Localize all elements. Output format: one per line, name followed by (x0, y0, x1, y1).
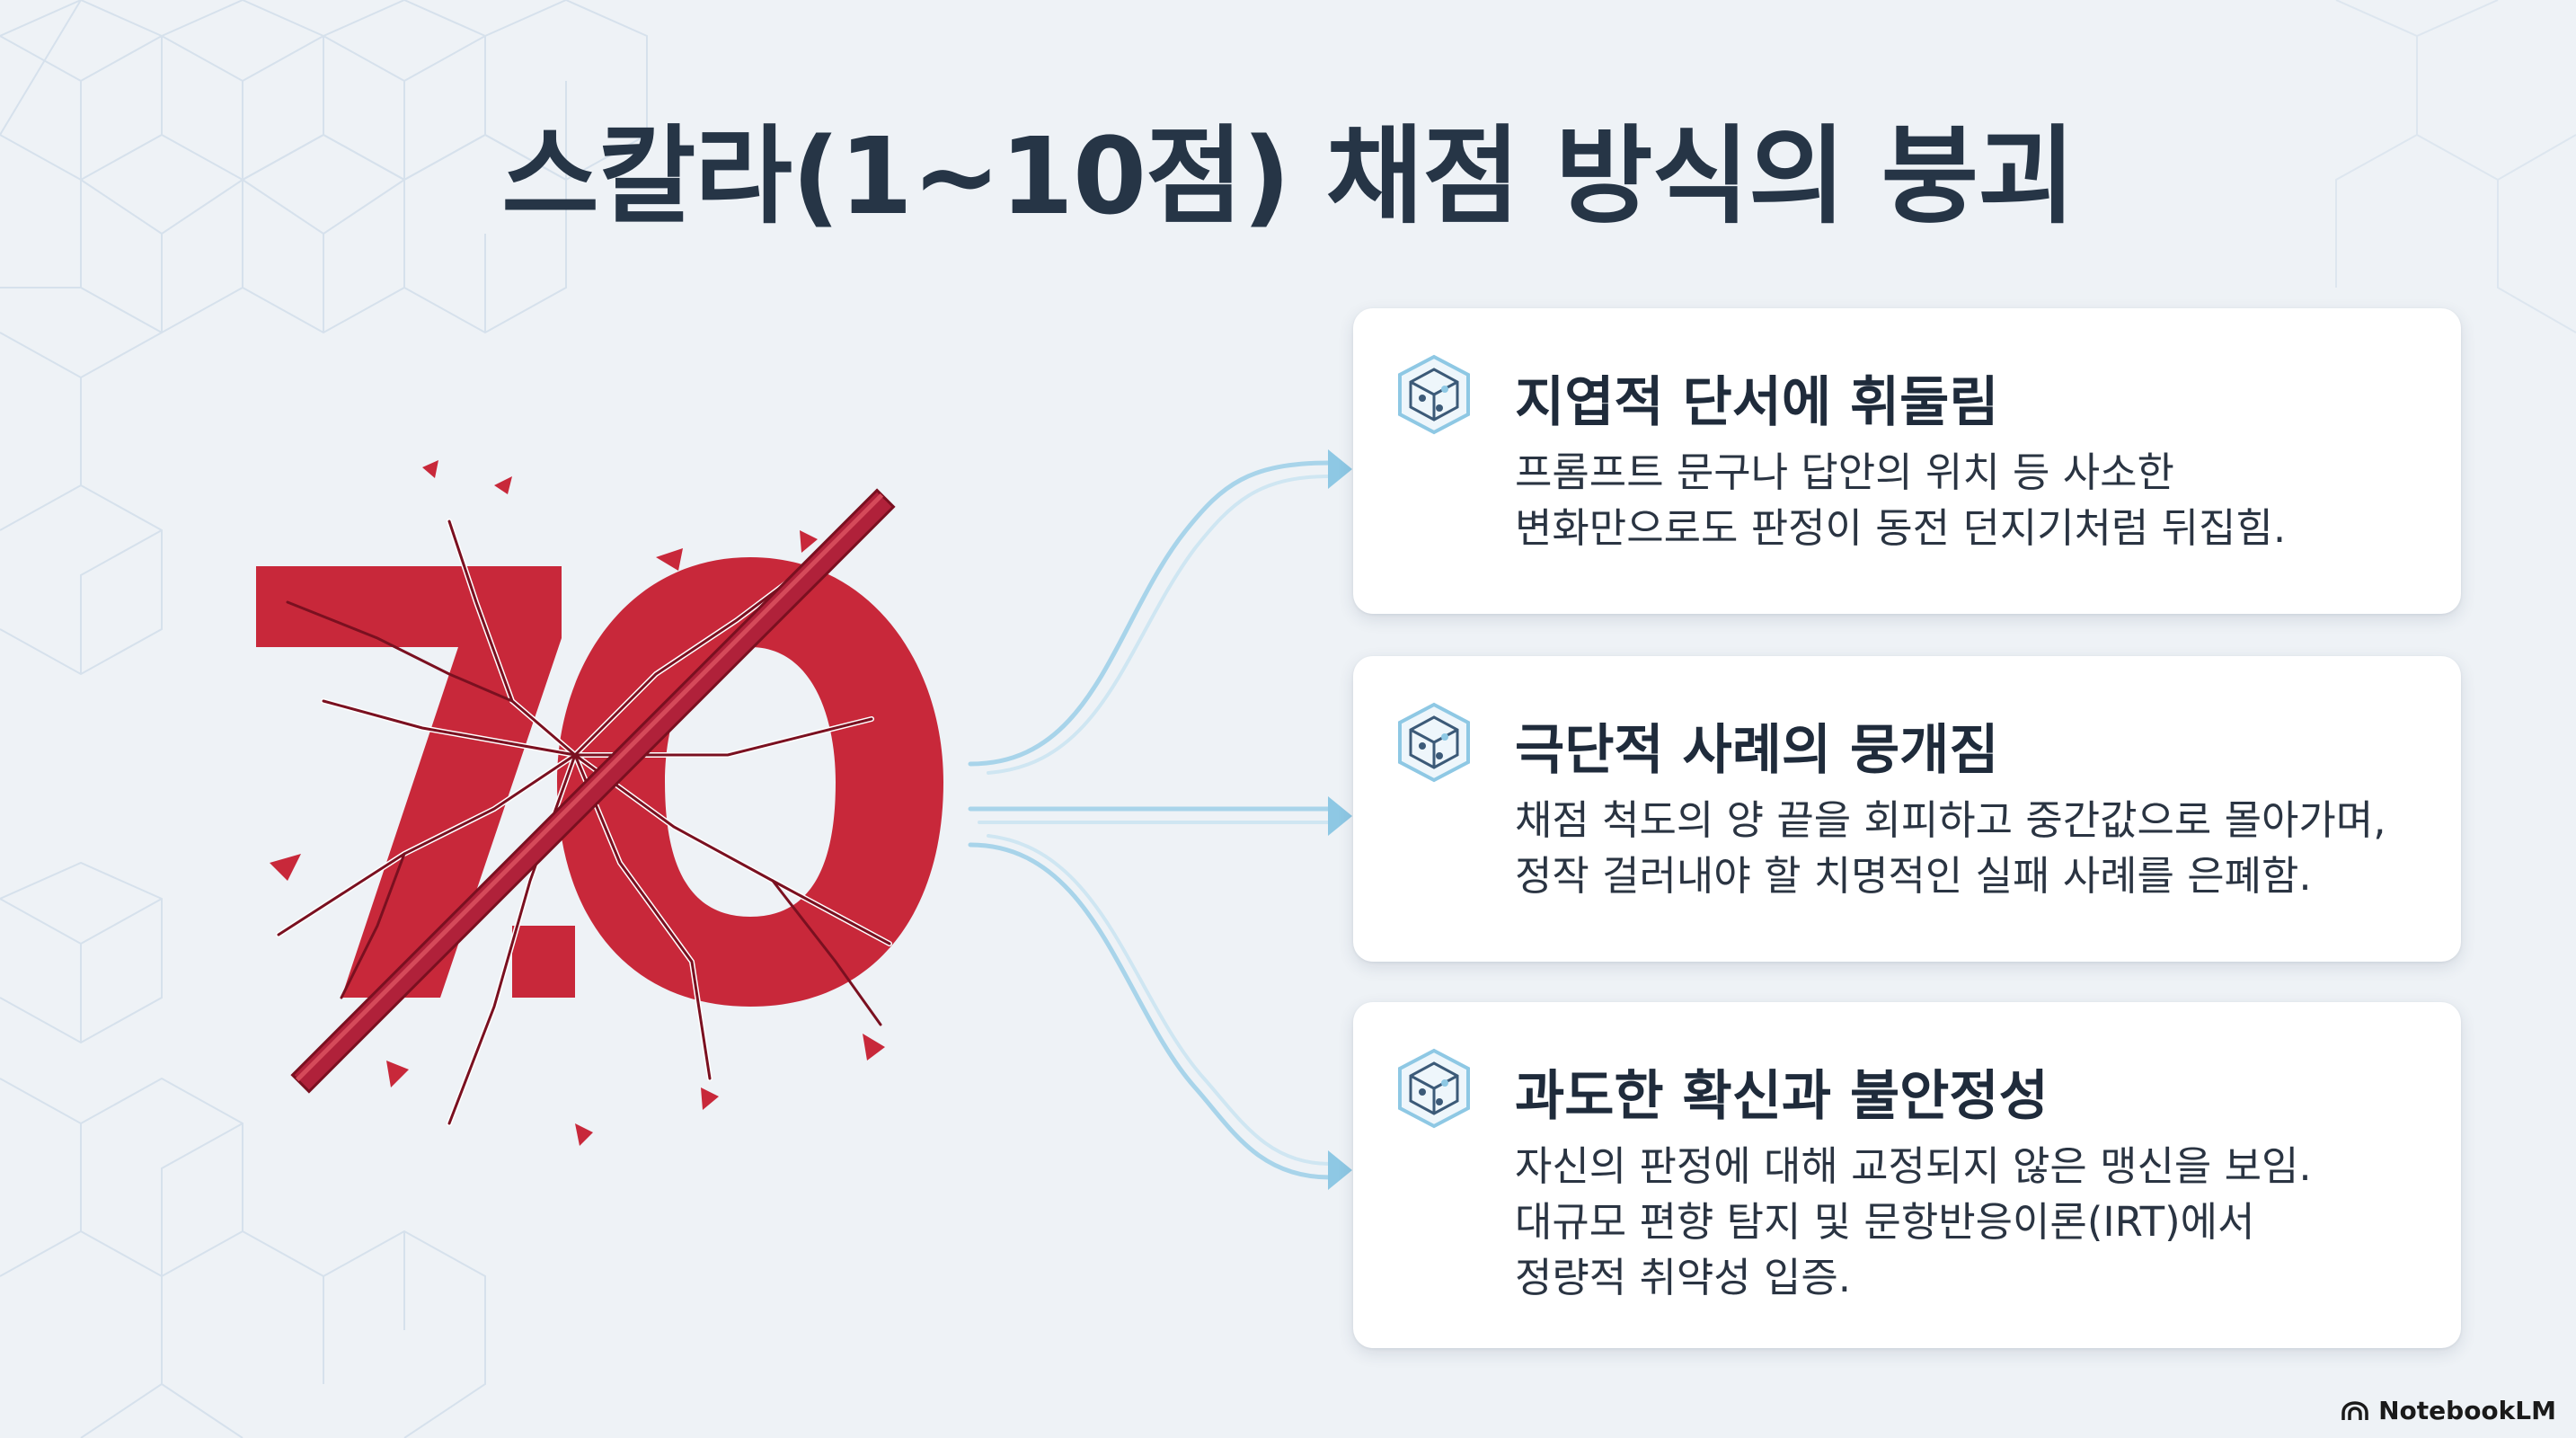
card-title: 과도한 확신과 불안정성 (1515, 1065, 2049, 1128)
card-body-line: 정작 걸러내야 할 치명적인 실패 사례를 은폐함. (1515, 852, 2312, 900)
info-card-2: 극단적 사례의 뭉개짐 채점 척도의 양 끝을 회피하고 중간값으로 몰아가며,… (1353, 656, 2461, 962)
card-body-line: 변화만으로도 판정이 동전 던지기처럼 뒤집힘. (1515, 504, 2287, 552)
card-body: 자신의 판정에 대해 교정되지 않은 맹신을 보임. 대규모 편향 탐지 및 문… (1515, 1139, 2440, 1306)
digit-seven-shape (256, 566, 562, 998)
broken-score-graphic (256, 460, 943, 1146)
decimal-point-shape (512, 926, 575, 998)
cube-network-icon (1398, 354, 1470, 435)
shard-pieces (270, 460, 885, 1146)
arrow-head-3 (1328, 1150, 1352, 1190)
cube-network-icon (1398, 702, 1470, 783)
cube-network-icon (1398, 1048, 1470, 1129)
info-card-1: 지엽적 단서에 휘둘림 프롬프트 문구나 답안의 위치 등 사소한 변화만으로도… (1353, 308, 2461, 614)
arrow-head-1 (1328, 449, 1352, 489)
card-body-line: 정량적 취약성 입증. (1515, 1254, 1852, 1301)
card-body-line: 채점 척도의 양 끝을 회피하고 중간값으로 몰아가며, (1515, 796, 2386, 844)
card-body-line: 자신의 판정에 대해 교정되지 않은 맹신을 보임. (1515, 1142, 2312, 1190)
notebooklm-logo-icon (2341, 1400, 2368, 1420)
connector-arrows (968, 449, 1352, 1190)
card-title: 극단적 사례의 뭉개짐 (1515, 719, 1999, 782)
slide-title: 스칼라(1~10점) 채점 방식의 붕괴 (501, 114, 2075, 238)
strike-through-bar (290, 488, 896, 1094)
info-card-3: 과도한 확신과 불안정성 자신의 판정에 대해 교정되지 않은 맹신을 보임. … (1353, 1002, 2461, 1348)
arrow-head-2 (1328, 796, 1352, 836)
card-body-line: 대규모 편향 탐지 및 문항반응이론(IRT)에서 (1515, 1198, 2255, 1246)
brand-watermark: NotebookLM (2341, 1396, 2556, 1425)
card-title: 지엽적 단서에 휘둘림 (1515, 371, 1999, 434)
card-body-line: 프롬프트 문구나 답안의 위치 등 사소한 (1515, 448, 2174, 496)
brand-label: NotebookLM (2378, 1396, 2556, 1425)
card-body: 채점 척도의 양 끝을 회피하고 중간값으로 몰아가며, 정작 걸러내야 할 치… (1515, 793, 2440, 904)
digit-zero-shape (557, 557, 943, 1007)
card-body: 프롬프트 문구나 답안의 위치 등 사소한 변화만으로도 판정이 동전 던지기처… (1515, 445, 2440, 556)
